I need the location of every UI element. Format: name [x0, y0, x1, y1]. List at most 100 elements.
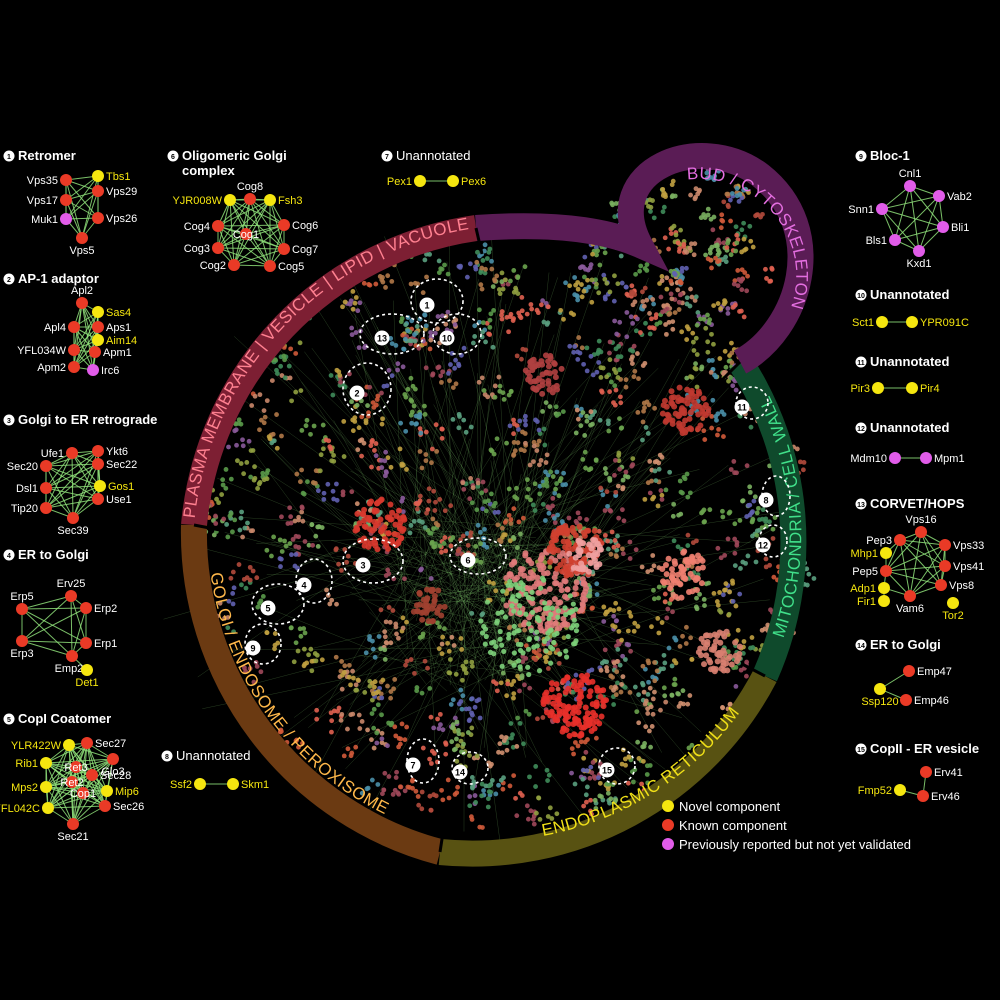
- protein-label: Vps35: [27, 175, 58, 187]
- complex-edge: [45, 762, 74, 825]
- protein-label: Emp46: [914, 695, 949, 707]
- complex-edge: [65, 179, 99, 219]
- complex-number-badge: [3, 414, 15, 426]
- protein-label: Cog5: [278, 261, 304, 273]
- complex-number-badge: [381, 150, 393, 162]
- complex-edge: [245, 199, 271, 235]
- complex-edge: [217, 198, 251, 227]
- legend-label: Novel component: [679, 799, 781, 814]
- complex-edge: [73, 339, 99, 368]
- protein-label: Cog4: [184, 221, 210, 233]
- marker-outline: [342, 538, 404, 584]
- complex-title: Bloc-1: [870, 148, 910, 163]
- complex-edge: [269, 224, 285, 267]
- complex-number-badge: [167, 150, 179, 162]
- protein-node-irc6: [87, 364, 99, 376]
- complex-marker: 10: [432, 313, 482, 355]
- protein-node-vps26: [92, 212, 104, 224]
- ring-separator: [720, 360, 742, 382]
- complex-number-badge: [3, 549, 15, 561]
- protein-node-kxd1: [913, 245, 925, 257]
- complex-edge: [45, 487, 99, 500]
- complex-edge: [73, 326, 99, 368]
- protein-label: Cog3: [184, 243, 210, 255]
- complex-number: 15: [857, 747, 865, 754]
- protein-label: Sas4: [106, 307, 131, 319]
- protein-label: Vps33: [953, 540, 984, 552]
- complex-edge: [245, 233, 271, 267]
- complex-edge: [45, 485, 101, 489]
- complex-edge: [217, 247, 271, 267]
- marker-number: 9: [250, 644, 255, 654]
- protein-label: Emp47: [917, 666, 952, 678]
- protein-node-muk1: [60, 213, 72, 225]
- protein-label: Ykt6: [106, 446, 128, 458]
- complex-edge: [245, 224, 285, 235]
- protein-node-sec21: [67, 818, 79, 830]
- complex-edge: [920, 531, 942, 586]
- protein-label: Erp1: [94, 638, 117, 650]
- complex-edge: [920, 531, 946, 567]
- complex-edge: [81, 190, 99, 239]
- marker-badge: [758, 492, 774, 508]
- complex-number-badge: [855, 289, 867, 301]
- protein-label: Vab2: [947, 191, 972, 203]
- complex-marker: 15: [598, 747, 636, 785]
- protein-label: Vps26: [106, 213, 137, 225]
- protein-node-ypr091c: [906, 316, 918, 328]
- complex-edge: [45, 452, 73, 509]
- protein-label: Vps41: [953, 561, 984, 573]
- protein-node-ssp120: [874, 683, 886, 695]
- complex-title: Unannotated: [396, 148, 470, 163]
- protein-label: Aim14: [106, 335, 137, 347]
- complex-edge: [71, 781, 74, 825]
- complex-marker: 4: [295, 558, 333, 604]
- complex-edge: [70, 595, 73, 657]
- complex-number: 5: [7, 717, 11, 724]
- complex-edge: [86, 742, 108, 792]
- complex-edge: [21, 607, 87, 610]
- complex-number: 6: [171, 154, 175, 161]
- complex-title: Golgi to ER retrograde: [18, 412, 157, 427]
- marker-badge: [374, 330, 390, 346]
- protein-label: Pex1: [387, 176, 412, 188]
- complex-edge: [73, 311, 99, 351]
- protein-label: Tip20: [11, 503, 38, 515]
- complex-edge: [229, 199, 235, 266]
- complex-number: 14: [857, 643, 865, 650]
- protein-label: Pir3: [850, 383, 870, 395]
- protein-node-vps33: [939, 539, 951, 551]
- protein-label: Cog2: [200, 260, 226, 272]
- complex-edge: [45, 465, 74, 519]
- ring-band-golgi: [180, 524, 444, 865]
- marker-number: 10: [442, 334, 452, 344]
- complex-edge: [881, 195, 940, 210]
- complex-edge: [217, 224, 285, 227]
- complex-edge: [894, 226, 944, 241]
- protein-label: Ufe1: [41, 448, 64, 460]
- complex-edge: [70, 595, 87, 644]
- protein-label: Pep3: [866, 535, 892, 547]
- protein-node-vps8: [935, 579, 947, 591]
- protein-label: Sec20: [7, 461, 38, 473]
- complex-number: 12: [857, 426, 865, 433]
- ring-band-bud: [475, 143, 814, 374]
- protein-node-ufe1: [66, 447, 78, 459]
- legend-label: Known component: [679, 818, 787, 833]
- complex-edge: [885, 565, 946, 572]
- protein-label: Mdm10: [850, 453, 887, 465]
- complex-marker: 8: [758, 475, 791, 517]
- marker-badge: [419, 297, 435, 313]
- marker-outline: [244, 623, 282, 665]
- protein-label: Rib1: [15, 758, 38, 770]
- protein-node-tip20: [40, 502, 52, 514]
- protein-node-sas4: [92, 306, 104, 318]
- marker-badge: [349, 385, 365, 401]
- protein-node-sec39: [67, 512, 79, 524]
